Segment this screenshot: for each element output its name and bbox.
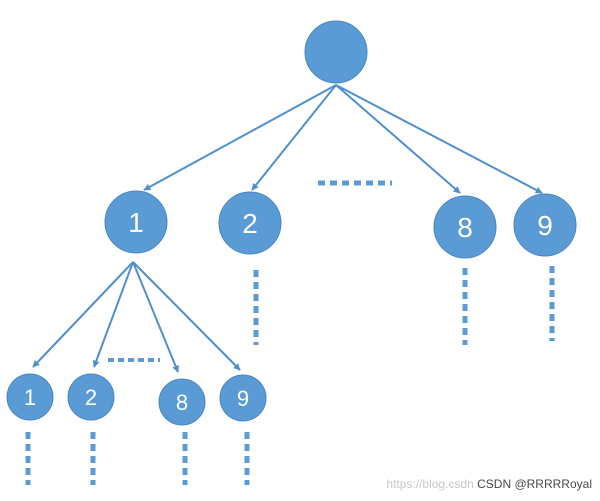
edge-root-to-l1-8 — [335, 84, 461, 194]
watermark-url: https://blog.csdn — [386, 477, 474, 491]
node-l2-9-label: 9 — [237, 386, 249, 411]
node-l1-1-label: 1 — [128, 207, 144, 238]
edge-root-to-l1-9 — [335, 84, 543, 194]
node-l2-1-label: 1 — [24, 385, 36, 410]
edge-root-to-l1-1 — [143, 84, 337, 191]
node-l2-2-label: 2 — [85, 385, 97, 410]
edge-root-to-l1-2 — [251, 84, 337, 191]
node-l2-2 — [67, 373, 115, 421]
node-l1-9 — [513, 193, 577, 257]
edge-l1-1-to-l2-9 — [132, 261, 241, 371]
watermark: https://blog.csdn CSDN @RRRRRoyal — [386, 477, 592, 491]
node-l1-9-label: 9 — [537, 210, 553, 241]
node-l2-1 — [6, 373, 54, 421]
edge-l1-1-to-l2-2 — [92, 261, 134, 368]
node-l2-8 — [158, 378, 206, 426]
node-l1-8-label: 8 — [457, 212, 473, 243]
node-l2-9 — [219, 374, 267, 422]
node-l1-1 — [104, 190, 168, 254]
edge-l1-1-to-l2-1 — [32, 261, 134, 368]
node-l2-8-label: 8 — [176, 390, 188, 415]
node-l1-2 — [218, 191, 282, 255]
edge-l1-1-to-l2-8 — [132, 261, 179, 373]
root-node — [304, 20, 368, 84]
watermark-author: CSDN @RRRRRoyal — [477, 477, 592, 491]
node-l1-8 — [433, 195, 497, 259]
node-l1-2-label: 2 — [242, 208, 258, 239]
